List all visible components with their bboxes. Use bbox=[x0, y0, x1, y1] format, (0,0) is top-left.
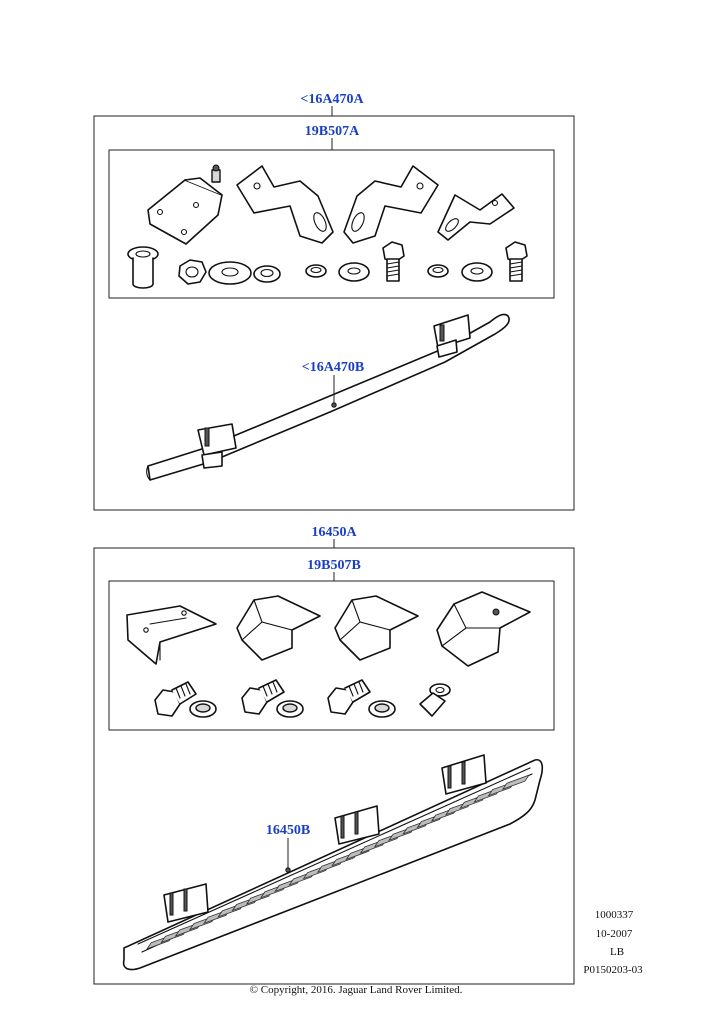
hex-bolt-2-icon bbox=[505, 241, 528, 282]
rivet-nut-icon bbox=[419, 683, 451, 717]
reference-code: 1000337 bbox=[595, 909, 634, 921]
copyright-notice: © Copyright, 2016. Jaguar Land Rover Lim… bbox=[250, 984, 463, 996]
callout-16A470B[interactable]: <16A470B bbox=[302, 360, 364, 375]
fixing-kit-b-parts bbox=[126, 591, 531, 718]
running-board-icon bbox=[122, 754, 544, 971]
callout-16A470A[interactable]: <16A470A bbox=[300, 92, 364, 107]
washer-icon bbox=[338, 262, 370, 282]
bolt-3-icon bbox=[327, 679, 371, 715]
small-washer-2-icon bbox=[427, 264, 449, 278]
bolt-icon bbox=[154, 681, 197, 717]
kit-frame-19B507A bbox=[108, 149, 555, 299]
small-washer-icon bbox=[305, 264, 327, 278]
illustration-id: P0150203-03 bbox=[583, 964, 643, 976]
reference-block: 1000337 10-2007 LB P0150203-03 bbox=[583, 909, 643, 976]
tread-pattern bbox=[146, 774, 530, 950]
side-tube-icon bbox=[146, 313, 510, 481]
tread-slat bbox=[501, 774, 530, 790]
bolt-2-icon bbox=[241, 679, 285, 715]
support-bracket-3-icon bbox=[436, 591, 531, 667]
group-running-board: 16450A 19B507B bbox=[93, 525, 575, 985]
callout-16450A[interactable]: 16450A bbox=[311, 525, 357, 540]
hex-bolt-icon bbox=[382, 241, 405, 282]
angle-bracket-mirror-icon bbox=[343, 165, 439, 244]
group-frame-16A470A bbox=[93, 115, 575, 511]
reference-date: 10-2007 bbox=[596, 928, 633, 940]
hex-nut-icon bbox=[178, 259, 207, 285]
callout-19B507B[interactable]: 19B507B bbox=[307, 558, 361, 573]
support-bracket-2-icon bbox=[334, 595, 419, 661]
spacer-sleeve-icon bbox=[127, 246, 159, 289]
washer-2-icon bbox=[461, 262, 493, 282]
offset-bracket-icon bbox=[437, 193, 515, 241]
callout-16450B[interactable]: 16450B bbox=[266, 823, 310, 838]
support-bracket-icon bbox=[236, 595, 321, 661]
angle-bracket-icon bbox=[236, 165, 334, 244]
spring-washer-icon bbox=[253, 265, 281, 283]
flange-nut-icon bbox=[189, 700, 217, 718]
flange-nut-2-icon bbox=[276, 700, 304, 718]
callout-19B507A[interactable]: 19B507A bbox=[305, 124, 360, 139]
fixing-kit-a-parts bbox=[127, 164, 528, 289]
group-frame-16450A bbox=[93, 547, 575, 985]
reference-region: LB bbox=[610, 946, 624, 958]
large-washer-icon bbox=[208, 261, 252, 285]
plate-bracket-icon bbox=[147, 164, 223, 245]
kit-frame-19B507B bbox=[108, 580, 555, 731]
flange-nut-3-icon bbox=[368, 700, 396, 718]
group-side-tube: <16A470A 19B507A bbox=[93, 92, 575, 511]
mount-bracket-icon bbox=[126, 605, 217, 665]
